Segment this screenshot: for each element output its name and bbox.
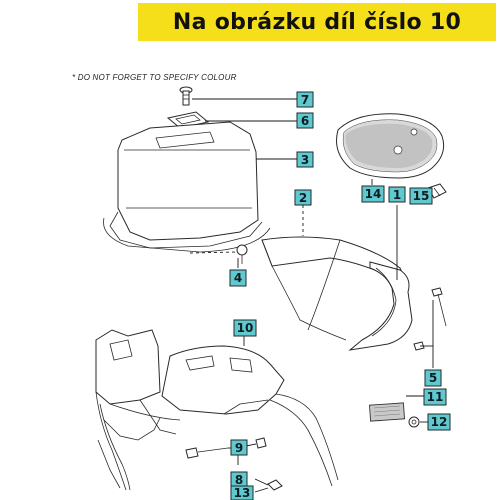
- svg-text:11: 11: [427, 390, 444, 404]
- callout-8: 8: [230, 471, 248, 488]
- svg-text:12: 12: [431, 415, 448, 429]
- callout-1: 1: [388, 186, 406, 203]
- part-mat-14: [336, 113, 445, 179]
- part-washer-12: [408, 416, 420, 428]
- svg-text:14: 14: [365, 187, 382, 201]
- part-inner-fender-2: [261, 236, 410, 341]
- part-reflector-11: [369, 402, 405, 422]
- part-screw-7: [179, 86, 193, 106]
- svg-text:2: 2: [299, 191, 307, 205]
- part-screw-9: [185, 437, 267, 459]
- callout-12: 12: [427, 413, 451, 431]
- callout-9: 9: [230, 439, 248, 456]
- part-cover-3: [103, 121, 271, 253]
- page-title: Na obrázku díl číslo 10: [172, 9, 462, 35]
- leader-lines: [189, 98, 434, 493]
- svg-text:8: 8: [235, 473, 243, 487]
- callout-10: 10: [233, 319, 257, 337]
- callout-4: 4: [229, 269, 247, 287]
- callout-6: 6: [296, 112, 314, 129]
- svg-text:5: 5: [429, 371, 437, 385]
- svg-text:10: 10: [237, 321, 254, 335]
- svg-text:13: 13: [234, 486, 251, 500]
- svg-text:15: 15: [413, 189, 430, 203]
- svg-text:1: 1: [393, 188, 401, 202]
- part-spoiler-1: [348, 261, 413, 351]
- svg-text:7: 7: [301, 93, 309, 107]
- part-clip-4: [236, 244, 248, 264]
- callout-2: 2: [294, 189, 312, 206]
- callout-14: 14: [361, 185, 385, 203]
- callout-7: 7: [296, 91, 314, 108]
- svg-text:6: 6: [301, 114, 309, 128]
- svg-text:3: 3: [301, 153, 309, 167]
- part-screw-5: [413, 287, 447, 351]
- callout-11: 11: [423, 388, 447, 406]
- callout-5: 5: [424, 369, 442, 387]
- callout-15: 15: [409, 187, 433, 205]
- part-rear-fender-10: [95, 329, 339, 491]
- svg-text:4: 4: [234, 271, 242, 285]
- title-banner: Na obrázku díl číslo 10: [138, 3, 496, 41]
- colour-note: * DO NOT FORGET TO SPECIFY COLOUR: [72, 73, 237, 82]
- svg-text:9: 9: [235, 441, 243, 455]
- callout-13: 13: [230, 485, 254, 500]
- callout-3: 3: [296, 151, 314, 168]
- part-nut-13: [267, 479, 283, 491]
